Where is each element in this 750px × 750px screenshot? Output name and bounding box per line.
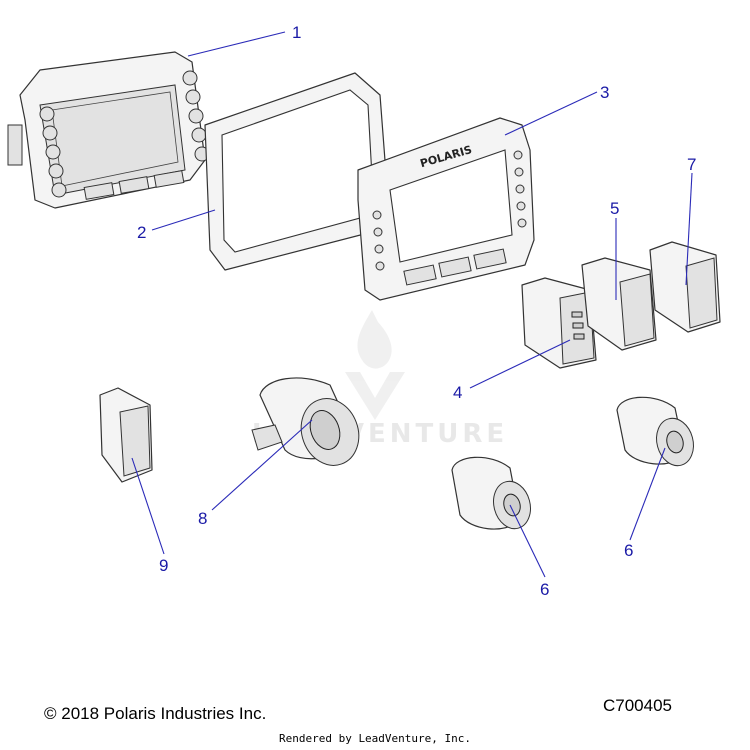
leader-6a xyxy=(509,504,546,578)
switch-part-4 xyxy=(521,277,597,369)
leader-1 xyxy=(187,31,286,57)
callout-1: 1 xyxy=(292,23,301,42)
leader-lines xyxy=(131,31,693,578)
callout-labels: 1 2 3 4 5 6 6 7 8 9 xyxy=(137,23,696,599)
rendered-by-text: Rendered by LeadVenture, Inc. xyxy=(278,732,472,745)
bezel-part-3: POLARIS xyxy=(357,117,535,301)
leader-8 xyxy=(211,419,313,511)
callout-8: 8 xyxy=(198,509,207,528)
callout-5: 5 xyxy=(610,199,619,218)
watermark-logo xyxy=(345,310,405,420)
callout-2: 2 xyxy=(137,223,146,242)
leader-6b xyxy=(629,447,666,541)
callout-4: 4 xyxy=(453,383,462,402)
leader-4 xyxy=(469,339,571,389)
switch-part-9 xyxy=(99,387,153,483)
leader-3 xyxy=(504,91,598,136)
leader-2 xyxy=(151,209,216,231)
callout-9: 9 xyxy=(159,556,168,575)
power-socket-part-6-a xyxy=(451,456,531,530)
display-unit-part-1 xyxy=(7,51,210,209)
power-socket-part-6-b xyxy=(616,396,694,467)
leader-7 xyxy=(685,172,693,286)
callout-6a: 6 xyxy=(540,580,549,599)
switch-part-7 xyxy=(649,241,721,333)
leader-9 xyxy=(131,457,165,555)
copyright-text: © 2018 Polaris Industries Inc. xyxy=(44,704,267,723)
key-switch-part-8 xyxy=(251,377,360,466)
callout-6b: 6 xyxy=(624,541,633,560)
switch-part-5 xyxy=(581,257,657,351)
diagram-code: C700405 xyxy=(603,696,673,715)
callout-3: 3 xyxy=(600,83,609,102)
gasket-frame-part-2 xyxy=(204,72,389,271)
callout-7: 7 xyxy=(687,155,696,174)
